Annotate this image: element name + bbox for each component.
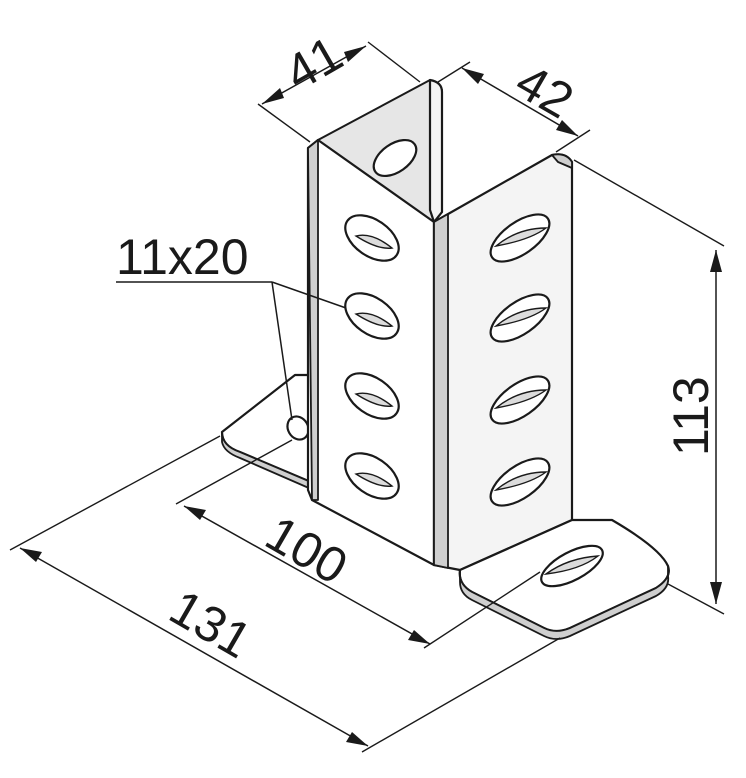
- base-plate-left: [220, 373, 320, 493]
- dim-113-label: 113: [663, 376, 719, 456]
- left-face-slots: [344, 214, 400, 500]
- slot-left-4: [344, 452, 400, 500]
- dim-131-label: 131: [161, 579, 261, 669]
- dim-100-label: 100: [257, 505, 357, 595]
- dim-42-label: 42: [507, 53, 583, 129]
- slot-left-3: [344, 372, 400, 420]
- slot-right-2: [489, 293, 551, 343]
- dim-113: 113: [573, 159, 725, 615]
- slot-left-1: [344, 214, 400, 262]
- back-flange: [317, 78, 444, 224]
- slot-size-label: 11x20: [116, 229, 249, 285]
- column-right-face: [432, 153, 574, 572]
- right-face-slots: [489, 213, 551, 507]
- slot-left-2: [344, 292, 400, 340]
- slot-right-4: [489, 457, 551, 507]
- slot-right-1: [489, 213, 551, 263]
- dim-42: 42: [437, 53, 591, 153]
- slot-right-3: [489, 375, 551, 425]
- base-slot: [540, 544, 604, 588]
- base-plate-right: [458, 518, 670, 640]
- slot-callout: 11x20: [116, 229, 347, 421]
